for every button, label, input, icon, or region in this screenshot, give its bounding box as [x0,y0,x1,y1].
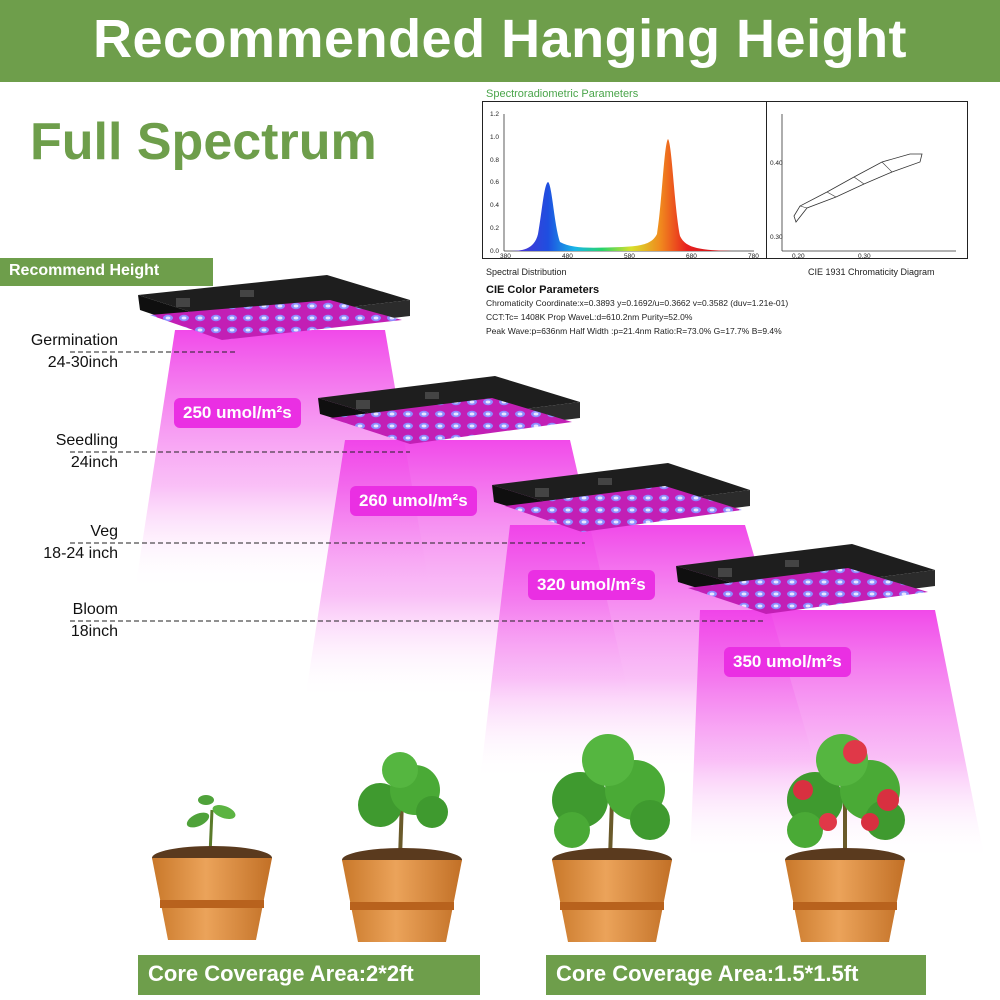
plant-large-bush [552,734,670,859]
cie-line-2: CCT:Tc= 1408K Prop WaveL:d=610.2nm Purit… [486,312,693,322]
spectral-x-tick: 480 [562,253,573,260]
spectrum-frame [482,101,968,259]
cie-parameters-heading: CIE Color Parameters [486,284,600,296]
grow-lamp-seedling [318,376,580,444]
spectral-x-tick: 780 [748,253,759,260]
spectral-x-tick: 380 [500,253,511,260]
stage-seedling: Seedling 24inch [0,430,118,474]
cie-line-3: Peak Wave:p=636nm Half Width :p=21.4nm R… [486,326,782,336]
plant-small-bush [358,752,448,859]
pot-2 [342,848,462,942]
spectral-y-tick: 1.0 [490,133,500,141]
spectral-y-tick: 0.8 [490,156,500,164]
ppfd-badge-germination: 250 umol/m²s [174,398,301,428]
spectrum-panel-title: Spectroradiometric Parameters [486,88,639,100]
pot-4 [785,848,905,942]
spectral-y-tick: 0.6 [490,179,500,187]
spectral-distribution-label: Spectral Distribution [486,267,567,277]
spectrum-divider [766,101,767,259]
stage-bloom-name: Bloom [72,601,118,618]
cie-y-tick: 0.30 [770,234,783,241]
spectral-y-tick: 0.0 [490,247,500,255]
page-title: Recommended Hanging Height [92,9,908,69]
stage-bloom: Bloom 18inch [0,599,118,643]
spectral-y-tick: 1.2 [490,111,500,118]
stage-bloom-height: 18inch [70,623,118,640]
stage-germination: Germination 24-30inch [0,330,118,374]
spectrum-panel: Spectroradiometric Parameters [482,84,972,336]
spectral-x-tick: 680 [686,253,697,260]
pot-1 [152,846,272,940]
ppfd-badge-veg: 320 umol/m²s [528,570,655,600]
stage-seedling-name: Seedling [55,432,118,449]
stage-veg: Veg 18-24 inch [0,521,118,565]
header-banner: Recommended Hanging Height [0,0,1000,82]
spectral-y-tick: 0.2 [490,225,500,232]
coverage-label-2x2: Core Coverage Area:2*2ft [138,955,480,995]
ppfd-badge-bloom: 350 umol/m²s [724,647,851,677]
stage-veg-height: 18-24 inch [43,545,118,562]
cie-line-1: Chromaticity Coordinate:x=0.3893 y=0.169… [486,298,789,308]
cie-diagram-label: CIE 1931 Chromaticity Diagram [808,267,935,277]
plant-seedling [186,795,236,856]
stage-veg-name: Veg [90,523,118,540]
ppfd-badge-seedling: 260 umol/m²s [350,486,477,516]
grow-lamp-bloom [676,544,935,614]
spectral-x-tick: 580 [624,253,635,260]
headline-full-spectrum: Full Spectrum [30,113,377,171]
cie-x-tick: 0.30 [858,253,871,260]
recommend-height-label: Recommend Height [0,258,213,286]
cie-x-tick: 0.20 [792,253,805,260]
coverage-label-1-5x1-5: Core Coverage Area:1.5*1.5ft [546,955,926,995]
spectrum-graphics [503,114,956,252]
cie-locus [793,153,923,223]
pot-3 [552,848,672,942]
grow-lamp-germination [138,275,410,340]
stage-seedling-height: 24inch [70,454,118,471]
stage-germination-height: 24-30inch [47,354,118,371]
stage-germination-name: Germination [30,332,118,349]
grow-lamp-veg [492,463,750,532]
spectral-y-tick: 0.4 [490,202,500,210]
plant-flowering-bush [787,734,905,858]
spectral-curve [508,139,732,251]
cie-y-tick: 0.40 [770,160,783,167]
